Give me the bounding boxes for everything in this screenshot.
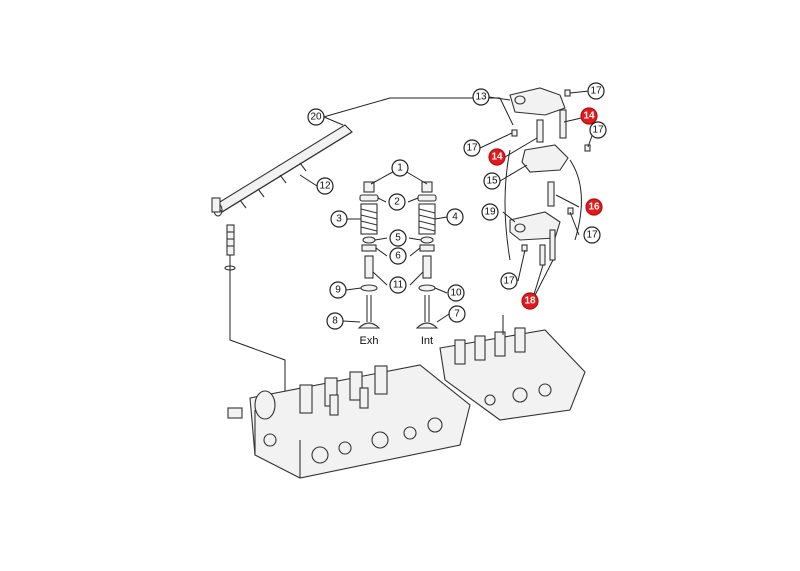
oil-feed-bolt <box>224 224 286 395</box>
callout-number: 11 <box>393 280 404 291</box>
callout: 18 <box>521 292 539 310</box>
callout-number: 18 <box>524 296 536 307</box>
callout-number: 1 <box>397 163 403 174</box>
intake-valve-label: Int <box>421 335 433 347</box>
callout-number: 8 <box>332 316 338 327</box>
callout-number: 3 <box>336 214 342 225</box>
callout: 10 <box>447 284 465 302</box>
cylinder-head-right <box>439 315 586 421</box>
callout: 1 <box>391 159 409 177</box>
callout: 17 <box>463 139 481 157</box>
callout-number: 2 <box>394 197 400 208</box>
callout-number: 19 <box>484 207 496 218</box>
callout: 17 <box>587 82 605 100</box>
callout: 15 <box>483 172 501 190</box>
rocker-shaft <box>211 124 353 217</box>
callout-number: 16 <box>588 202 600 213</box>
callout-number: 15 <box>486 176 498 187</box>
callout-number: 5 <box>395 233 401 244</box>
callout-number: 13 <box>475 92 487 103</box>
callout-number: 17 <box>592 125 604 136</box>
callout: 7 <box>448 305 466 323</box>
callout: 17 <box>500 272 518 290</box>
callout: 13 <box>472 88 490 106</box>
intake-valve-stack: Int <box>415 181 439 347</box>
callout: 19 <box>481 203 499 221</box>
callout: 8 <box>326 312 344 330</box>
callout-number: 14 <box>583 111 595 122</box>
callout-number: 20 <box>310 112 322 123</box>
shaft-reference-line <box>319 97 514 126</box>
callout: 4 <box>446 208 464 226</box>
callout-number: 12 <box>319 181 331 192</box>
callout-number: 17 <box>590 86 602 97</box>
callout: 17 <box>583 226 601 244</box>
callout-number: 17 <box>503 276 515 287</box>
callout: 17 <box>589 121 607 139</box>
callout-number: 4 <box>452 212 458 223</box>
callout: 2 <box>388 193 406 211</box>
callout-number: 17 <box>466 143 478 154</box>
callout: 9 <box>329 281 347 299</box>
callout-number: 6 <box>395 251 401 262</box>
cylinder-head-left <box>227 364 471 479</box>
callout: 6 <box>389 247 407 265</box>
callout: 5 <box>389 229 407 247</box>
callout: 20 <box>307 108 325 126</box>
callout: 11 <box>389 276 407 294</box>
callout: 14 <box>488 148 506 166</box>
callout-number: 10 <box>450 288 462 299</box>
callout: 16 <box>585 198 603 216</box>
exhaust-valve-label: Exh <box>360 335 379 347</box>
callout-number: 7 <box>454 309 460 320</box>
callout: 12 <box>316 177 334 195</box>
callout: 3 <box>330 210 348 228</box>
leader-lines <box>299 90 595 323</box>
callout-number: 9 <box>335 285 341 296</box>
callout-number: 14 <box>491 152 503 163</box>
exhaust-valve-stack: Exh <box>357 181 381 347</box>
callout-number: 17 <box>586 230 598 241</box>
rocker-arm-assembly <box>504 87 591 266</box>
callout: 14 <box>580 107 598 125</box>
